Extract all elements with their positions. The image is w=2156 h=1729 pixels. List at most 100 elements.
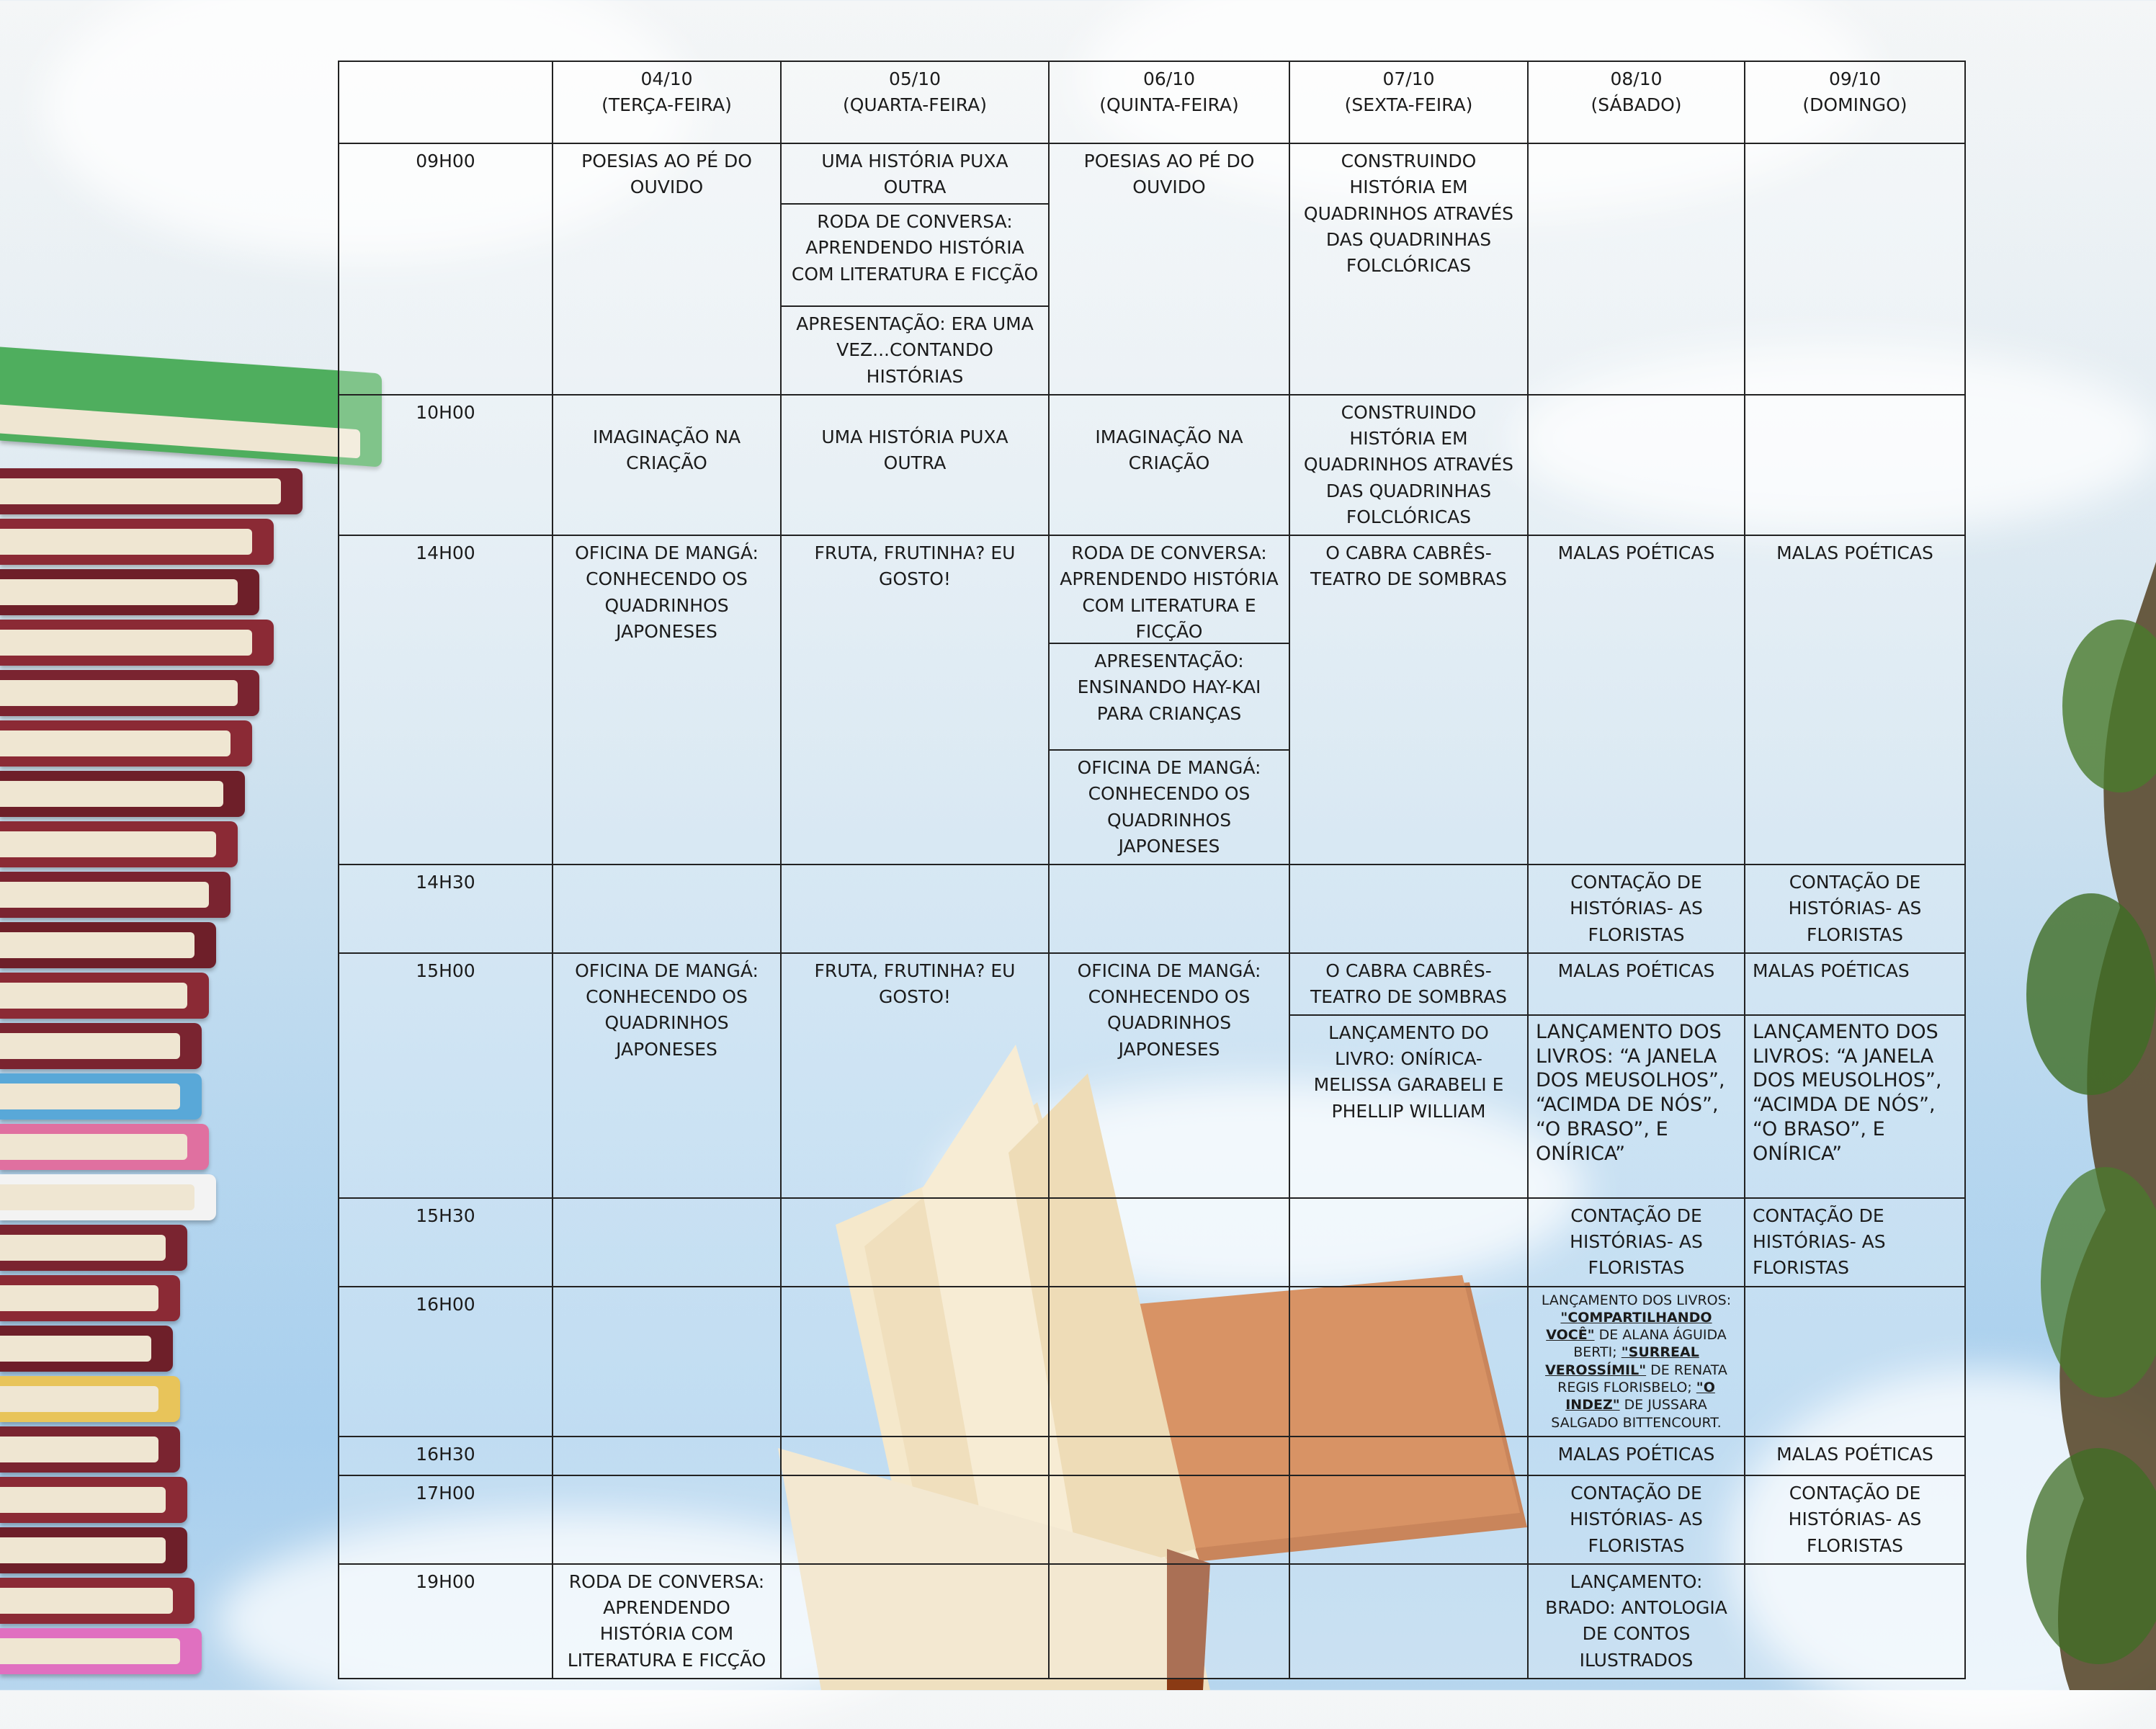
time-label: 09H00 xyxy=(338,143,553,396)
time-row: 15H30 CONTAÇÃO DE HISTÓRIAS- AS FLORISTA… xyxy=(338,1197,1966,1287)
event-cell xyxy=(1048,1563,1290,1679)
event-cell xyxy=(552,1436,782,1476)
event-item: MALAS POÉTICAS xyxy=(1745,954,1964,1016)
day-header: 05/10 (QUARTA-FEIRA) xyxy=(780,61,1050,144)
book-stack-illustration xyxy=(0,347,389,1690)
corner-cell xyxy=(338,61,553,144)
event-cell: CONSTRUINDO HISTÓRIA EM QUADRINHOS ATRAV… xyxy=(1289,393,1529,537)
time-label: 15H30 xyxy=(338,1197,553,1287)
time-row: 16H30 MALAS POÉTICAS MALAS POÉTICAS xyxy=(338,1436,1966,1476)
event-cell xyxy=(1289,864,1529,954)
event-cell xyxy=(1527,143,1745,396)
event-cell: FRUTA, FRUTINHA? EU GOSTO! xyxy=(780,535,1050,865)
time-row: 14H00 OFICINA DE MANGÁ: CONHECENDO OS QU… xyxy=(338,535,1966,865)
event-cell: MALAS POÉTICAS xyxy=(1527,1436,1745,1476)
event-item: UMA HISTÓRIA PUXA OUTRA xyxy=(782,144,1048,205)
event-cell xyxy=(552,864,782,954)
tree-illustration xyxy=(2026,562,2156,1690)
event-cell: CONTAÇÃO DE HISTÓRIAS- AS FLORISTAS xyxy=(1527,1475,1745,1565)
event-cell: RODA DE CONVERSA: APRENDENDO HISTÓRIA CO… xyxy=(552,1563,782,1679)
header-row: 04/10(TERÇA-FEIRA) 05/10 (QUARTA-FEIRA) 0… xyxy=(338,61,1966,144)
time-label: 16H30 xyxy=(338,1436,553,1476)
event-cell: LANÇAMENTO DOS LIVROS: "COMPARTILHANDO V… xyxy=(1527,1285,1745,1437)
time-label: 14H30 xyxy=(338,864,553,954)
day-header: 06/10 (QUINTA-FEIRA) xyxy=(1048,61,1290,144)
event-cell: CONTAÇÃO DE HISTÓRIAS- AS FLORISTAS xyxy=(1744,1197,1966,1287)
time-label: 16H00 xyxy=(338,1285,553,1437)
event-cell: OFICINA DE MANGÁ: CONHECENDO OS QUADRINH… xyxy=(552,535,782,865)
event-cell: UMA HISTÓRIA PUXA OUTRA xyxy=(780,393,1050,537)
event-item: OFICINA DE MANGÁ: CONHECENDO OS QUADRINH… xyxy=(1077,757,1261,857)
event-cell: OFICINA DE MANGÁ: CONHECENDO OS QUADRINH… xyxy=(1048,952,1290,1199)
event-item: MALAS POÉTICAS xyxy=(1529,954,1744,1016)
event-cell: CONTAÇÃO DE HISTÓRIAS- AS FLORISTAS xyxy=(1527,1197,1745,1287)
event-cell xyxy=(1048,1285,1290,1437)
time-row: 10H00 IMAGINAÇÃO NA CRIAÇÃO UMA HISTÓRIA… xyxy=(338,393,1966,537)
event-item: APRESENTAÇÃO: ERA UMA VEZ...CONTANDO HIS… xyxy=(796,313,1034,387)
event-cell: CONTAÇÃO DE HISTÓRIAS- AS FLORISTAS xyxy=(1744,864,1966,954)
event-cell xyxy=(1744,1563,1966,1679)
event-cell xyxy=(1289,1563,1529,1679)
book-author: DE RENATA REGIS FLORISBELO; xyxy=(1557,1362,1727,1396)
event-cell xyxy=(780,1436,1050,1476)
event-schedule-table: 04/10(TERÇA-FEIRA) 05/10 (QUARTA-FEIRA) 0… xyxy=(338,61,1966,1679)
event-cell: O CABRA CABRÊS- TEATRO DE SOMBRAS xyxy=(1289,535,1529,865)
event-item: LANÇAMENTO DO LIVRO: ONÍRICA- MELISSA GA… xyxy=(1313,1022,1504,1122)
event-item: O CABRA CABRÊS- TEATRO DE SOMBRAS xyxy=(1290,954,1527,1016)
event-cell: CONSTRUINDO HISTÓRIA EM QUADRINHOS ATRAV… xyxy=(1289,143,1529,396)
event-cell xyxy=(552,1197,782,1287)
event-cell: POESIAS AO PÉ DO OUVIDO xyxy=(1048,143,1290,396)
launch-intro: LANÇAMENTO DOS LIVROS: xyxy=(1541,1292,1732,1308)
event-cell xyxy=(1048,864,1290,954)
event-cell xyxy=(1289,1285,1529,1437)
time-row: 19H00 RODA DE CONVERSA: APRENDENDO HISTÓ… xyxy=(338,1563,1966,1679)
day-date: 06/10 xyxy=(1142,68,1196,89)
day-weekday: (QUINTA-FEIRA) xyxy=(1099,94,1239,116)
book-title: "SURREAL VEROSSÍMIL" xyxy=(1545,1344,1699,1378)
event-cell xyxy=(1048,1475,1290,1565)
event-cell: O CABRA CABRÊS- TEATRO DE SOMBRAS LANÇAM… xyxy=(1289,952,1529,1199)
day-weekday: (SEXTA-FEIRA) xyxy=(1344,94,1473,116)
book-title: "COMPARTILHANDO VOCÊ" xyxy=(1546,1309,1712,1344)
event-cell xyxy=(1744,143,1966,396)
event-cell xyxy=(780,1475,1050,1565)
event-item: LANÇAMENTO DOS LIVROS: “A JANELA DOS MEU… xyxy=(1753,1020,1942,1165)
event-cell xyxy=(1048,1197,1290,1287)
event-cell: POESIAS AO PÉ DO OUVIDO xyxy=(552,143,782,396)
time-label: 10H00 xyxy=(338,393,553,537)
book-author: DE JUSSARA SALGADO BITTENCOURT. xyxy=(1551,1397,1722,1431)
event-cell: OFICINA DE MANGÁ: CONHECENDO OS QUADRINH… xyxy=(552,952,782,1199)
event-cell: MALAS POÉTICAS xyxy=(1744,1436,1966,1476)
event-cell xyxy=(1744,393,1966,537)
event-cell xyxy=(1289,1197,1529,1287)
event-cell xyxy=(552,1285,782,1437)
day-date: 05/10 xyxy=(888,68,941,89)
event-cell xyxy=(552,1475,782,1565)
day-date: 04/10 xyxy=(640,68,693,89)
event-cell: CONTAÇÃO DE HISTÓRIAS- AS FLORISTAS xyxy=(1527,864,1745,954)
book-author: DE ALANA ÁGUIDA BERTI; xyxy=(1573,1327,1727,1361)
event-item: RODA DE CONVERSA: APRENDENDO HISTÓRIA CO… xyxy=(1050,536,1289,644)
time-label: 17H00 xyxy=(338,1475,553,1565)
event-cell xyxy=(780,864,1050,954)
event-cell xyxy=(780,1197,1050,1287)
event-cell: IMAGINAÇÃO NA CRIAÇÃO xyxy=(1048,393,1290,537)
event-cell xyxy=(1744,1285,1966,1437)
day-header: 07/10(SEXTA-FEIRA) xyxy=(1289,61,1529,144)
event-cell xyxy=(1527,393,1745,537)
day-header: 09/10(DOMINGO) xyxy=(1744,61,1966,144)
day-date: 08/10 xyxy=(1610,68,1663,89)
day-weekday: (DOMINGO) xyxy=(1802,94,1907,116)
event-cell: RODA DE CONVERSA: APRENDENDO HISTÓRIA CO… xyxy=(1048,535,1290,865)
day-header: 04/10(TERÇA-FEIRA) xyxy=(552,61,782,144)
day-weekday: (QUARTA-FEIRA) xyxy=(842,94,988,116)
event-item: LANÇAMENTO DOS LIVROS: “A JANELA DOS MEU… xyxy=(1536,1020,1725,1165)
event-cell: FRUTA, FRUTINHA? EU GOSTO! xyxy=(780,952,1050,1199)
event-cell: UMA HISTÓRIA PUXA OUTRA RODA DE CONVERSA… xyxy=(780,143,1050,396)
event-cell: IMAGINAÇÃO NA CRIAÇÃO xyxy=(552,393,782,537)
event-cell xyxy=(780,1285,1050,1437)
event-cell: CONTAÇÃO DE HISTÓRIAS- AS FLORISTAS xyxy=(1744,1475,1966,1565)
event-cell xyxy=(780,1563,1050,1679)
event-cell: MALAS POÉTICAS LANÇAMENTO DOS LIVROS: “A… xyxy=(1527,952,1745,1199)
time-row: 16H00 LANÇAMENTO DOS LIVROS: "COMPARTILH… xyxy=(338,1285,1966,1437)
